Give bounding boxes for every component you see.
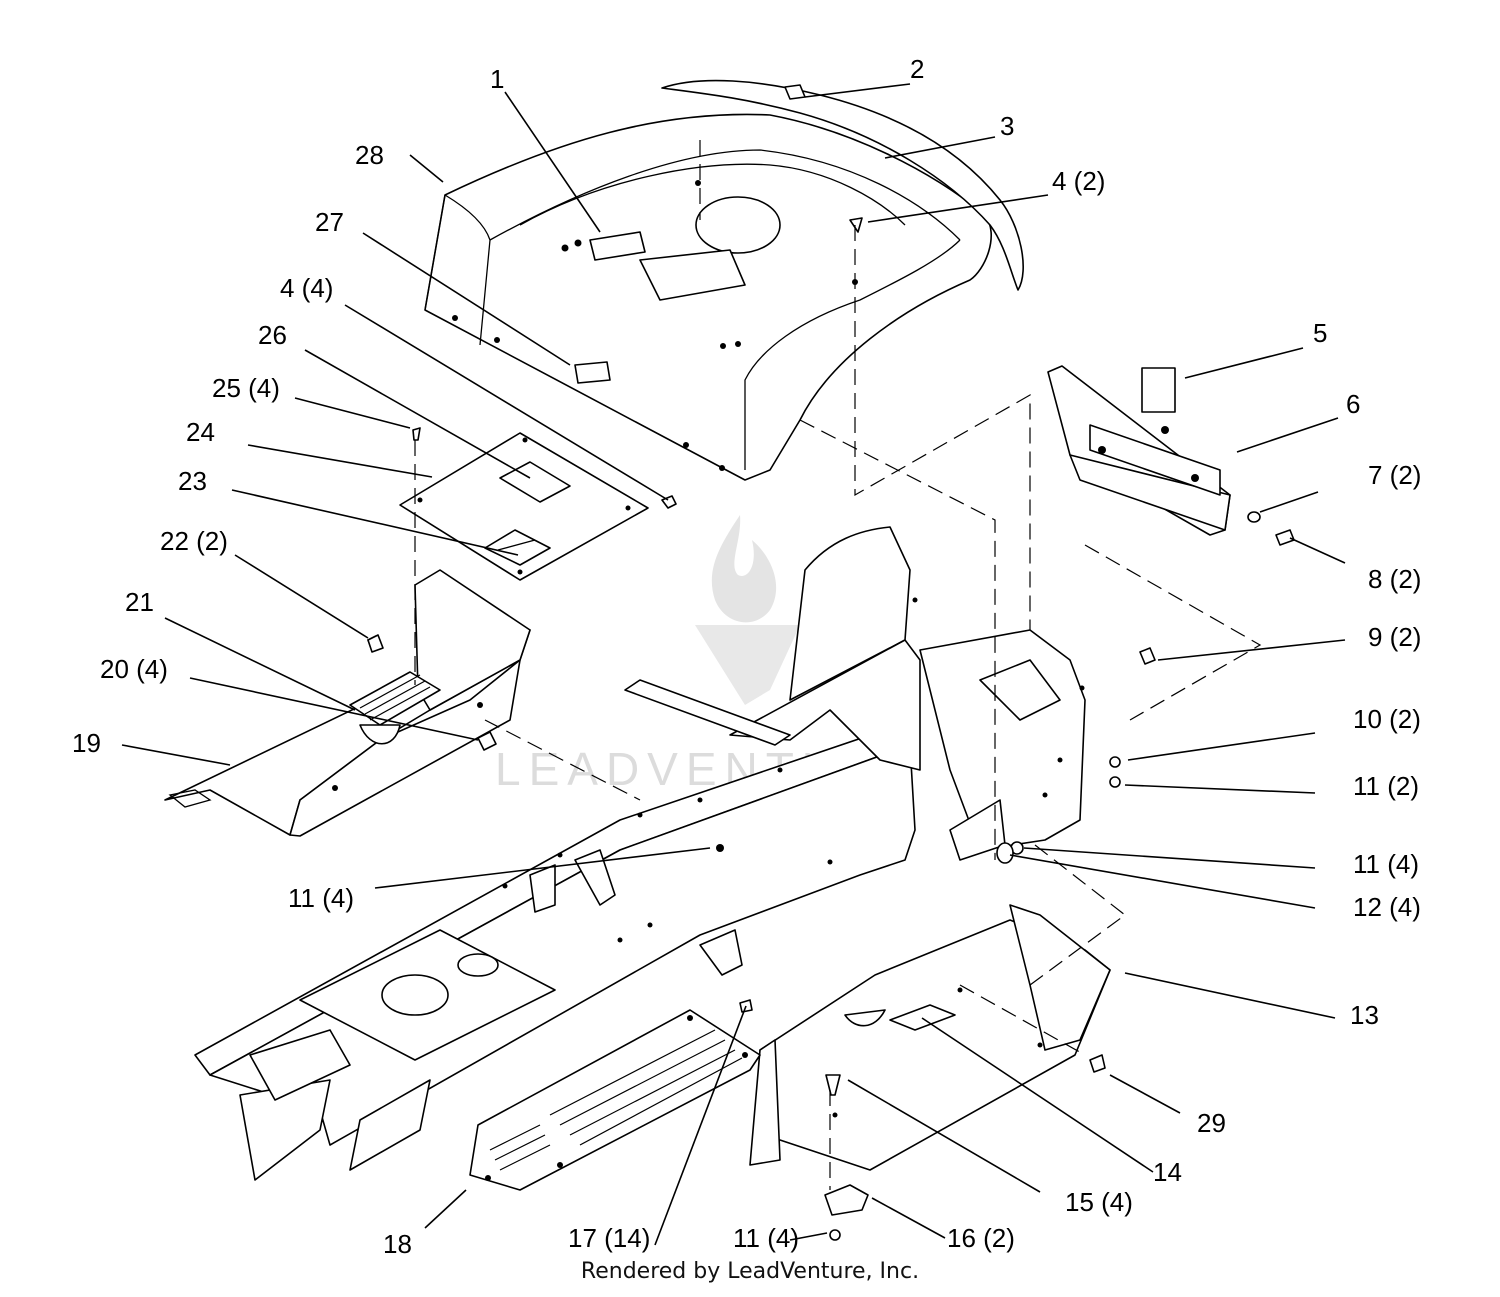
grille-strip [661,79,1024,291]
left-fender [164,569,531,837]
callout-2: 2 [910,54,924,84]
rear-bracket [1047,365,1231,536]
callout-6: 6 [1346,389,1360,419]
callout-23: 23 [178,466,207,496]
callout-27: 27 [315,207,344,237]
dash-panel [399,427,677,581]
callout-29: 29 [1197,1108,1226,1138]
callout-18: 18 [383,1229,412,1259]
floor-mat [469,1009,761,1191]
floor-pan [749,904,1111,1171]
callout-13: 13 [1350,1000,1379,1030]
callout-labels: 1 2 3 4 (2) 28 27 4 (4) 26 25 (4) 24 23 … [72,54,1421,1259]
leader-lines [121,83,1346,1246]
callout-11-4-bottom: 11 (4) [733,1223,799,1253]
hood [424,113,993,481]
callout-14: 14 [1153,1157,1182,1187]
callout-10-2: 10 (2) [1353,704,1421,734]
callout-9-2: 9 (2) [1368,622,1421,652]
callout-24: 24 [186,417,215,447]
render-credit: Rendered by LeadVenture, Inc. [580,1259,920,1284]
phantom-lines [414,140,1262,1190]
callout-5: 5 [1313,318,1327,348]
callout-22-2: 22 (2) [160,526,228,556]
hardware [367,511,1295,1241]
callout-20-4: 20 (4) [100,654,168,684]
main-frame [194,724,916,1181]
callout-26: 26 [258,320,287,350]
seat-support [624,526,1086,861]
callout-21: 21 [125,587,154,617]
callout-15-4: 15 (4) [1065,1187,1133,1217]
callout-11-4-right: 11 (4) [1353,849,1419,879]
callout-28: 28 [355,140,384,170]
callout-16-2: 16 (2) [947,1223,1015,1253]
callout-17-14: 17 (14) [568,1223,650,1253]
callout-4-2: 4 (2) [1052,166,1105,196]
callout-8-2: 8 (2) [1368,564,1421,594]
callout-4-4: 4 (4) [280,273,333,303]
callout-11-4-left: 11 (4) [288,883,354,913]
callout-12-4: 12 (4) [1353,892,1421,922]
callout-1: 1 [490,64,504,94]
callout-11-2: 11 (2) [1353,771,1419,801]
callout-19: 19 [72,728,101,758]
callout-7-2: 7 (2) [1368,460,1421,490]
callout-3: 3 [1000,111,1014,141]
callout-25-4: 25 (4) [212,373,280,403]
